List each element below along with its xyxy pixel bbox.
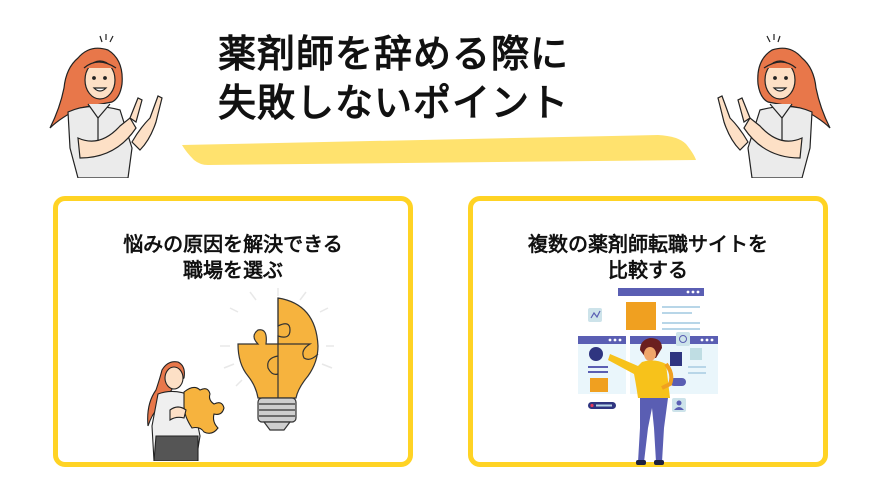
man-comparing-websites-icon [578, 288, 718, 465]
point-card-1: 悩みの原因を解決できる 職場を選ぶ [53, 196, 413, 467]
title-line-2: 失敗しないポイント [218, 81, 570, 125]
point-card-2: 複数の薬剤師転職サイトを 比較する [468, 196, 828, 467]
card-title-line: 比較する [608, 258, 688, 282]
card-title: 複数の薬剤師転職サイトを 比較する [473, 231, 823, 283]
title-line-1: 薬剤師を辞める際に [218, 32, 570, 76]
page-title: 薬剤師を辞める際に 失敗しないポイント [218, 30, 658, 128]
card-title-line: 複数の薬剤師転職サイトを [528, 232, 768, 256]
card-title: 悩みの原因を解決できる 職場を選ぶ [58, 231, 408, 283]
card-title-line: 悩みの原因を解決できる [123, 232, 343, 256]
woman-holding-puzzle-lightbulb-icon [147, 288, 334, 461]
brush-underline [182, 135, 696, 165]
card-title-line: 職場を選ぶ [183, 258, 283, 282]
woman-pointing-right-icon [49, 34, 163, 178]
woman-pointing-left-icon [717, 34, 831, 178]
